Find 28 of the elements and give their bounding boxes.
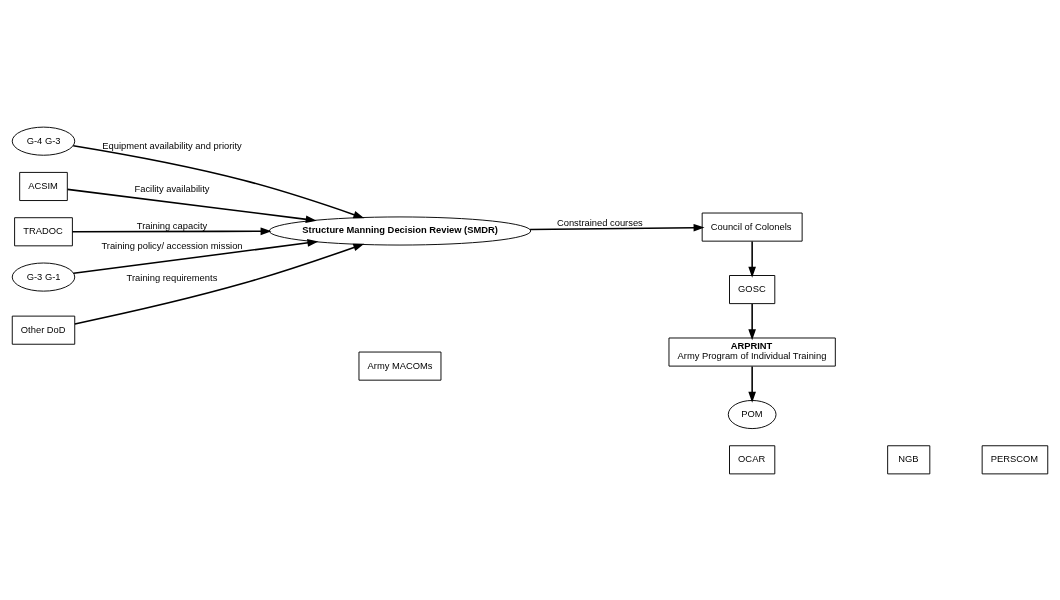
edge-label: Constrained courses xyxy=(556,217,643,228)
arrow xyxy=(74,243,365,325)
node-box: Army MACOMs xyxy=(358,351,442,381)
node-box: Council of Colonels xyxy=(701,212,803,242)
arrow xyxy=(66,188,317,223)
node-box: Other DoD xyxy=(11,315,76,345)
node-box: GOSC xyxy=(729,274,776,304)
edge-label: Training capacity xyxy=(136,220,208,231)
node-box: ARPRINT Army Program of Individual Training xyxy=(668,337,836,367)
arrow xyxy=(748,365,756,403)
edge-label: Equipment availability and priority xyxy=(102,140,242,151)
arrow xyxy=(72,238,319,274)
node-box: NGB xyxy=(887,444,931,474)
node-box: ACSIM xyxy=(19,171,68,201)
arrow xyxy=(71,226,272,235)
node-ellipse: G-3 G-1 xyxy=(11,262,76,292)
node-ellipse: POM xyxy=(727,399,777,429)
node-box: PERSCOM xyxy=(981,444,1049,474)
arrow xyxy=(529,223,705,232)
edge-label: Training requirements xyxy=(126,272,218,283)
arrow xyxy=(72,144,365,218)
edge-label: Training policy/ accession mission xyxy=(101,240,243,251)
arrow xyxy=(748,240,756,278)
node-box: TRADOC xyxy=(14,216,73,246)
edge-label: Facility availability xyxy=(134,183,210,194)
node-box: OCAR xyxy=(729,444,776,474)
arrow xyxy=(748,302,756,340)
node-ellipse: G-4 G-3 xyxy=(11,126,76,156)
